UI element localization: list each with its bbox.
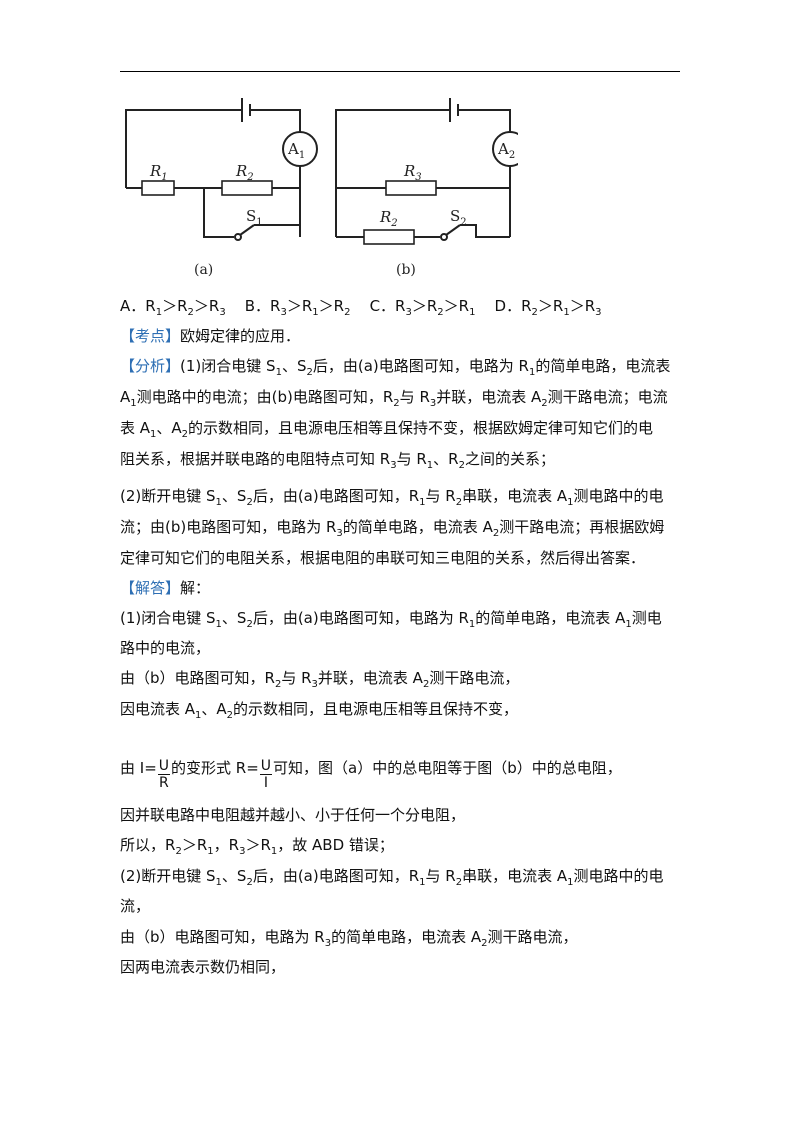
switch-s2-b-contact — [440, 233, 448, 241]
option-c: C．R3＞R2＞R1 — [369, 297, 476, 318]
jieda-line-8: (2)断开电键 S1、S2后，由(a)电路图可知，R1与 R2串联，电流表 A1… — [120, 867, 664, 888]
fenxi-line-1: 【分析】(1)闭合电键 S1、S2后，由(a)电路图可知，电路为 R1的简单电路… — [120, 357, 671, 378]
circuit-figure: A1 R1 R2 S1 (a) A2 R3 R2 S2 (b) — [125, 98, 518, 278]
r2-label-b: R2 — [379, 208, 398, 229]
ammeter-a1-label: A1 — [287, 140, 305, 161]
option-b: B．R3＞R1＞R2 — [244, 297, 351, 318]
resistor-r2-a — [221, 180, 273, 196]
option-d: D．R2＞R1＞R3 — [494, 297, 602, 318]
jieda-line-11: 因两电流表示数仍相同， — [120, 958, 286, 976]
jieda-line-4: 因电流表 A1、A2的示数相同，且电源电压相等且保持不变， — [120, 700, 519, 721]
s2-label-b: S2 — [450, 207, 467, 228]
switch-s1-a-blade — [239, 224, 255, 236]
fenxi-line-2: A1测电路中的电流；由(b)电路图可知，R2与 R3并联，电流表 A2测干路电流… — [120, 388, 668, 409]
resistor-r1-a — [141, 180, 175, 196]
jieda-line-9: 流， — [120, 897, 151, 915]
jieda-line-7: 所以，R2＞R1，R3＞R1，故 ABD 错误； — [120, 836, 394, 857]
fenxi-line-6: 流；由(b)电路图可知，电路为 R3的简单电路，电流表 A2测干路电流；再根据欧… — [120, 518, 665, 539]
resistor-r3-b — [385, 180, 437, 196]
s1-label-a: S1 — [246, 207, 263, 228]
fenxi-line-4: 阻关系，根据并联电路的电阻特点可知 R3与 R1、R2之间的关系； — [120, 450, 555, 471]
jieda-line-6: 因并联电路中电阻越并越小、小于任何一个分电阻， — [120, 806, 466, 824]
kaodian-line: 【考点】欧姆定律的应用． — [120, 327, 301, 345]
fenxi-line-5: (2)断开电键 S1、S2后，由(a)电路图可知，R1与 R2串联，电流表 A1… — [120, 487, 664, 508]
switch-s1-a-contact — [234, 233, 242, 241]
r1-label-a: R1 — [149, 162, 168, 183]
circuit-b-wire — [335, 109, 450, 237]
jieda-tag: 【解答】 — [120, 579, 181, 597]
header-rule — [120, 71, 680, 72]
answer-options: A．R1＞R2＞R3 B．R3＞R1＞R2 C．R3＞R2＞R1 D．R2＞R1… — [120, 296, 602, 319]
jieda-line-2: 路中的电流， — [120, 639, 211, 657]
option-a: A．R1＞R2＞R3 — [120, 297, 226, 318]
r2-label-a: R2 — [235, 162, 254, 183]
jieda-line-3: 由（b）电路图可知，R2与 R3并联，电流表 A2测干路电流， — [120, 669, 520, 690]
caption-b: (b) — [396, 262, 416, 278]
r3-label-b: R3 — [403, 162, 422, 183]
caption-a: (a) — [194, 262, 213, 278]
kaodian-tag: 【考点】 — [120, 327, 181, 345]
jieda-line-1: (1)闭合电键 S1、S2后，由(a)电路图可知，电路为 R1的简单电路，电流表… — [120, 609, 662, 630]
ammeter-a2-label: A2 — [497, 140, 515, 161]
fenxi-line-3: 表 A1、A2的示数相同，且电源电压相等且保持不变，根据欧姆定律可知它们的电 — [120, 419, 654, 440]
fenxi-line-7: 定律可知它们的电阻关系，根据电阻的串联可知三电阻的关系，然后得出答案． — [120, 549, 646, 567]
circuit-a-wire — [125, 109, 242, 188]
fenxi-tag: 【分析】 — [120, 357, 181, 375]
switch-s2-b-blade — [445, 224, 461, 236]
jieda-heading: 【解答】解： — [120, 579, 211, 597]
jieda-line-10: 由（b）电路图可知，电路为 R3的简单电路，电流表 A2测干路电流， — [120, 928, 578, 949]
resistor-r2-b — [363, 229, 415, 245]
